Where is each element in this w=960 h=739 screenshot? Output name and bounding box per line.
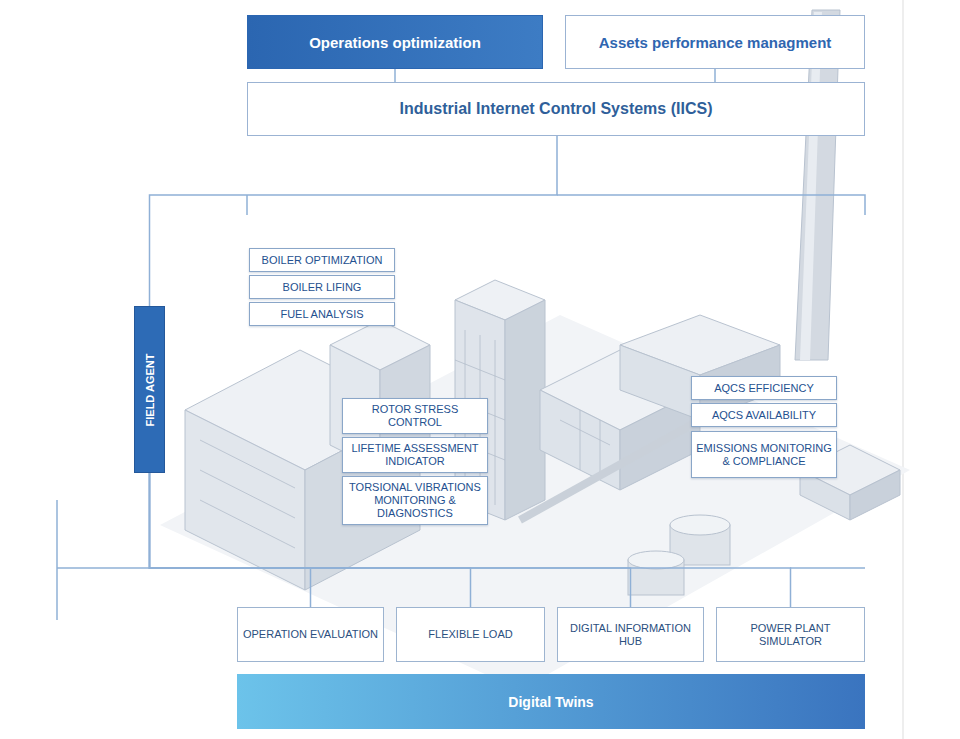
box-label: TORSIONAL VIBRATIONS MONITORING & DIAGNO… [347, 481, 483, 520]
connector-line [150, 136, 558, 306]
box-label: Industrial Internet Control Systems (IIC… [400, 100, 713, 118]
service-box: OPERATION EVALUATION [237, 607, 384, 662]
bracket-lines [57, 195, 865, 620]
box-label: FUEL ANALYSIS [280, 308, 363, 321]
box-label: AQCS EFFICIENCY [714, 382, 814, 395]
box-label: EMISSIONS MONITORING & COMPLIANCE [696, 442, 832, 468]
callout-box: AQCS EFFICIENCY [691, 376, 837, 400]
agent-bar: FIELD AGENT [134, 306, 165, 473]
connector-line [150, 473, 311, 607]
box-label: BOILER OPTIMIZATION [262, 254, 383, 267]
callout-box: BOILER OPTIMIZATION [249, 248, 395, 272]
page-edge [903, 0, 904, 739]
box-label: POWER PLANT SIMULATOR [721, 622, 860, 648]
nav-box: Assets performance managment [565, 15, 865, 69]
callout-box: TORSIONAL VIBRATIONS MONITORING & DIAGNO… [342, 476, 488, 525]
box-label: ROTOR STRESS CONTROL [347, 403, 483, 429]
box-label: Assets performance managment [599, 34, 832, 51]
connector-line [394, 69, 396, 82]
band-box: Digital Twins [237, 674, 865, 729]
box-label: FLEXIBLE LOAD [428, 628, 512, 641]
tanks [628, 515, 730, 595]
connector-line [150, 473, 631, 607]
conveyor [520, 420, 700, 520]
box-label: BOILER LIFING [283, 281, 362, 294]
connector-line [714, 69, 716, 82]
callout-box: BOILER LIFING [249, 275, 395, 299]
callout-box: EMISSIONS MONITORING & COMPLIANCE [691, 431, 837, 478]
box-label: FIELD AGENT [144, 353, 156, 426]
service-box: DIGITAL INFORMATION HUB [557, 607, 704, 662]
system-box: Industrial Internet Control Systems (IIC… [247, 82, 865, 136]
callout-box: AQCS AVAILABILITY [691, 403, 837, 427]
connector-line [150, 473, 791, 607]
box-label: LIFETIME ASSESSMENT INDICATOR [347, 442, 483, 468]
box-label: Operations optimization [309, 34, 481, 51]
callout-box: LIFETIME ASSESSMENT INDICATOR [342, 437, 488, 473]
plant-buildings [185, 280, 900, 590]
box-label: Digital Twins [508, 694, 593, 710]
nav-box: Operations optimization [247, 15, 543, 69]
callout-box: FUEL ANALYSIS [249, 302, 395, 326]
callout-box: ROTOR STRESS CONTROL [342, 398, 488, 434]
box-label: DIGITAL INFORMATION HUB [562, 622, 699, 648]
box-label: AQCS AVAILABILITY [712, 409, 816, 422]
service-box: POWER PLANT SIMULATOR [716, 607, 865, 662]
box-label: OPERATION EVALUATION [243, 628, 378, 641]
boiler-steelwork [200, 330, 610, 548]
service-box: FLEXIBLE LOAD [396, 607, 545, 662]
